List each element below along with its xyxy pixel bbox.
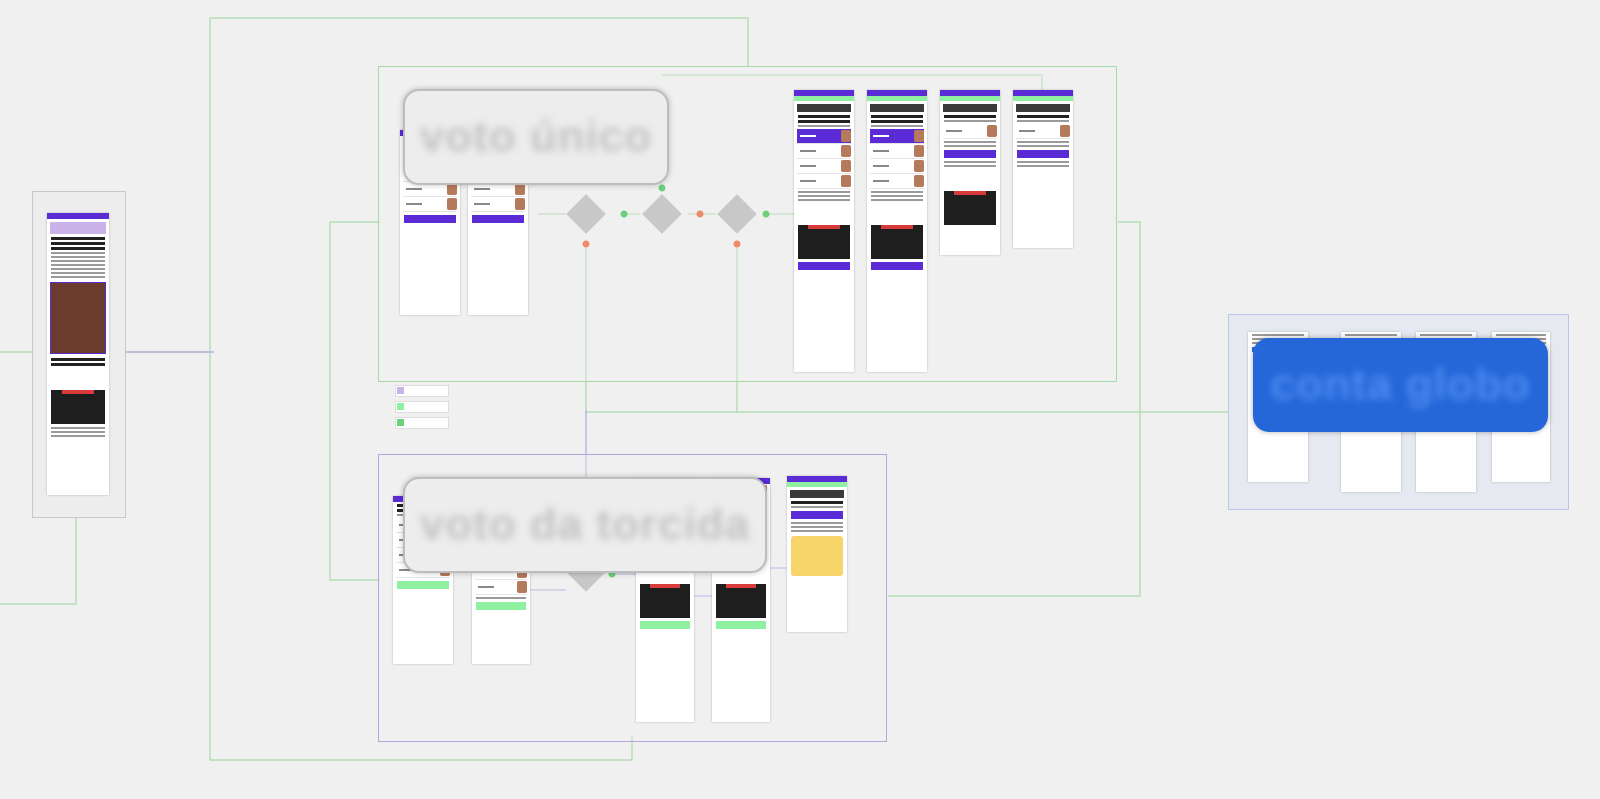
connector-dot: [620, 210, 628, 218]
connector-dot: [762, 210, 770, 218]
component-chip-1[interactable]: [395, 385, 449, 397]
connector-dot: [658, 184, 666, 192]
single-vote-result-2[interactable]: [867, 90, 927, 372]
connector-dot: [696, 210, 704, 218]
crowd-vote-result-3[interactable]: [787, 476, 847, 632]
connector-dot: [608, 570, 616, 578]
section-label-crowd-vote[interactable]: voto da torcida: [403, 477, 767, 573]
connector-dot: [582, 240, 590, 248]
entry-article-phone[interactable]: [47, 213, 109, 495]
connector-green-left: [0, 518, 77, 605]
section-label-crowd-vote-text: voto da torcida: [419, 500, 751, 549]
single-vote-result-3[interactable]: [940, 90, 1000, 255]
section-label-globo-account[interactable]: conta globo: [1253, 338, 1548, 432]
component-chip-2[interactable]: [395, 401, 449, 413]
connector-dot: [733, 240, 741, 248]
connector-green-split: [329, 222, 380, 581]
component-chip-3[interactable]: [395, 417, 449, 429]
single-vote-result-1[interactable]: [794, 90, 854, 372]
section-label-single-vote[interactable]: voto único: [403, 89, 669, 185]
section-label-single-vote-text: voto único: [419, 112, 653, 161]
section-label-globo-account-text: conta globo: [1270, 360, 1531, 409]
single-vote-result-4[interactable]: [1013, 90, 1073, 248]
